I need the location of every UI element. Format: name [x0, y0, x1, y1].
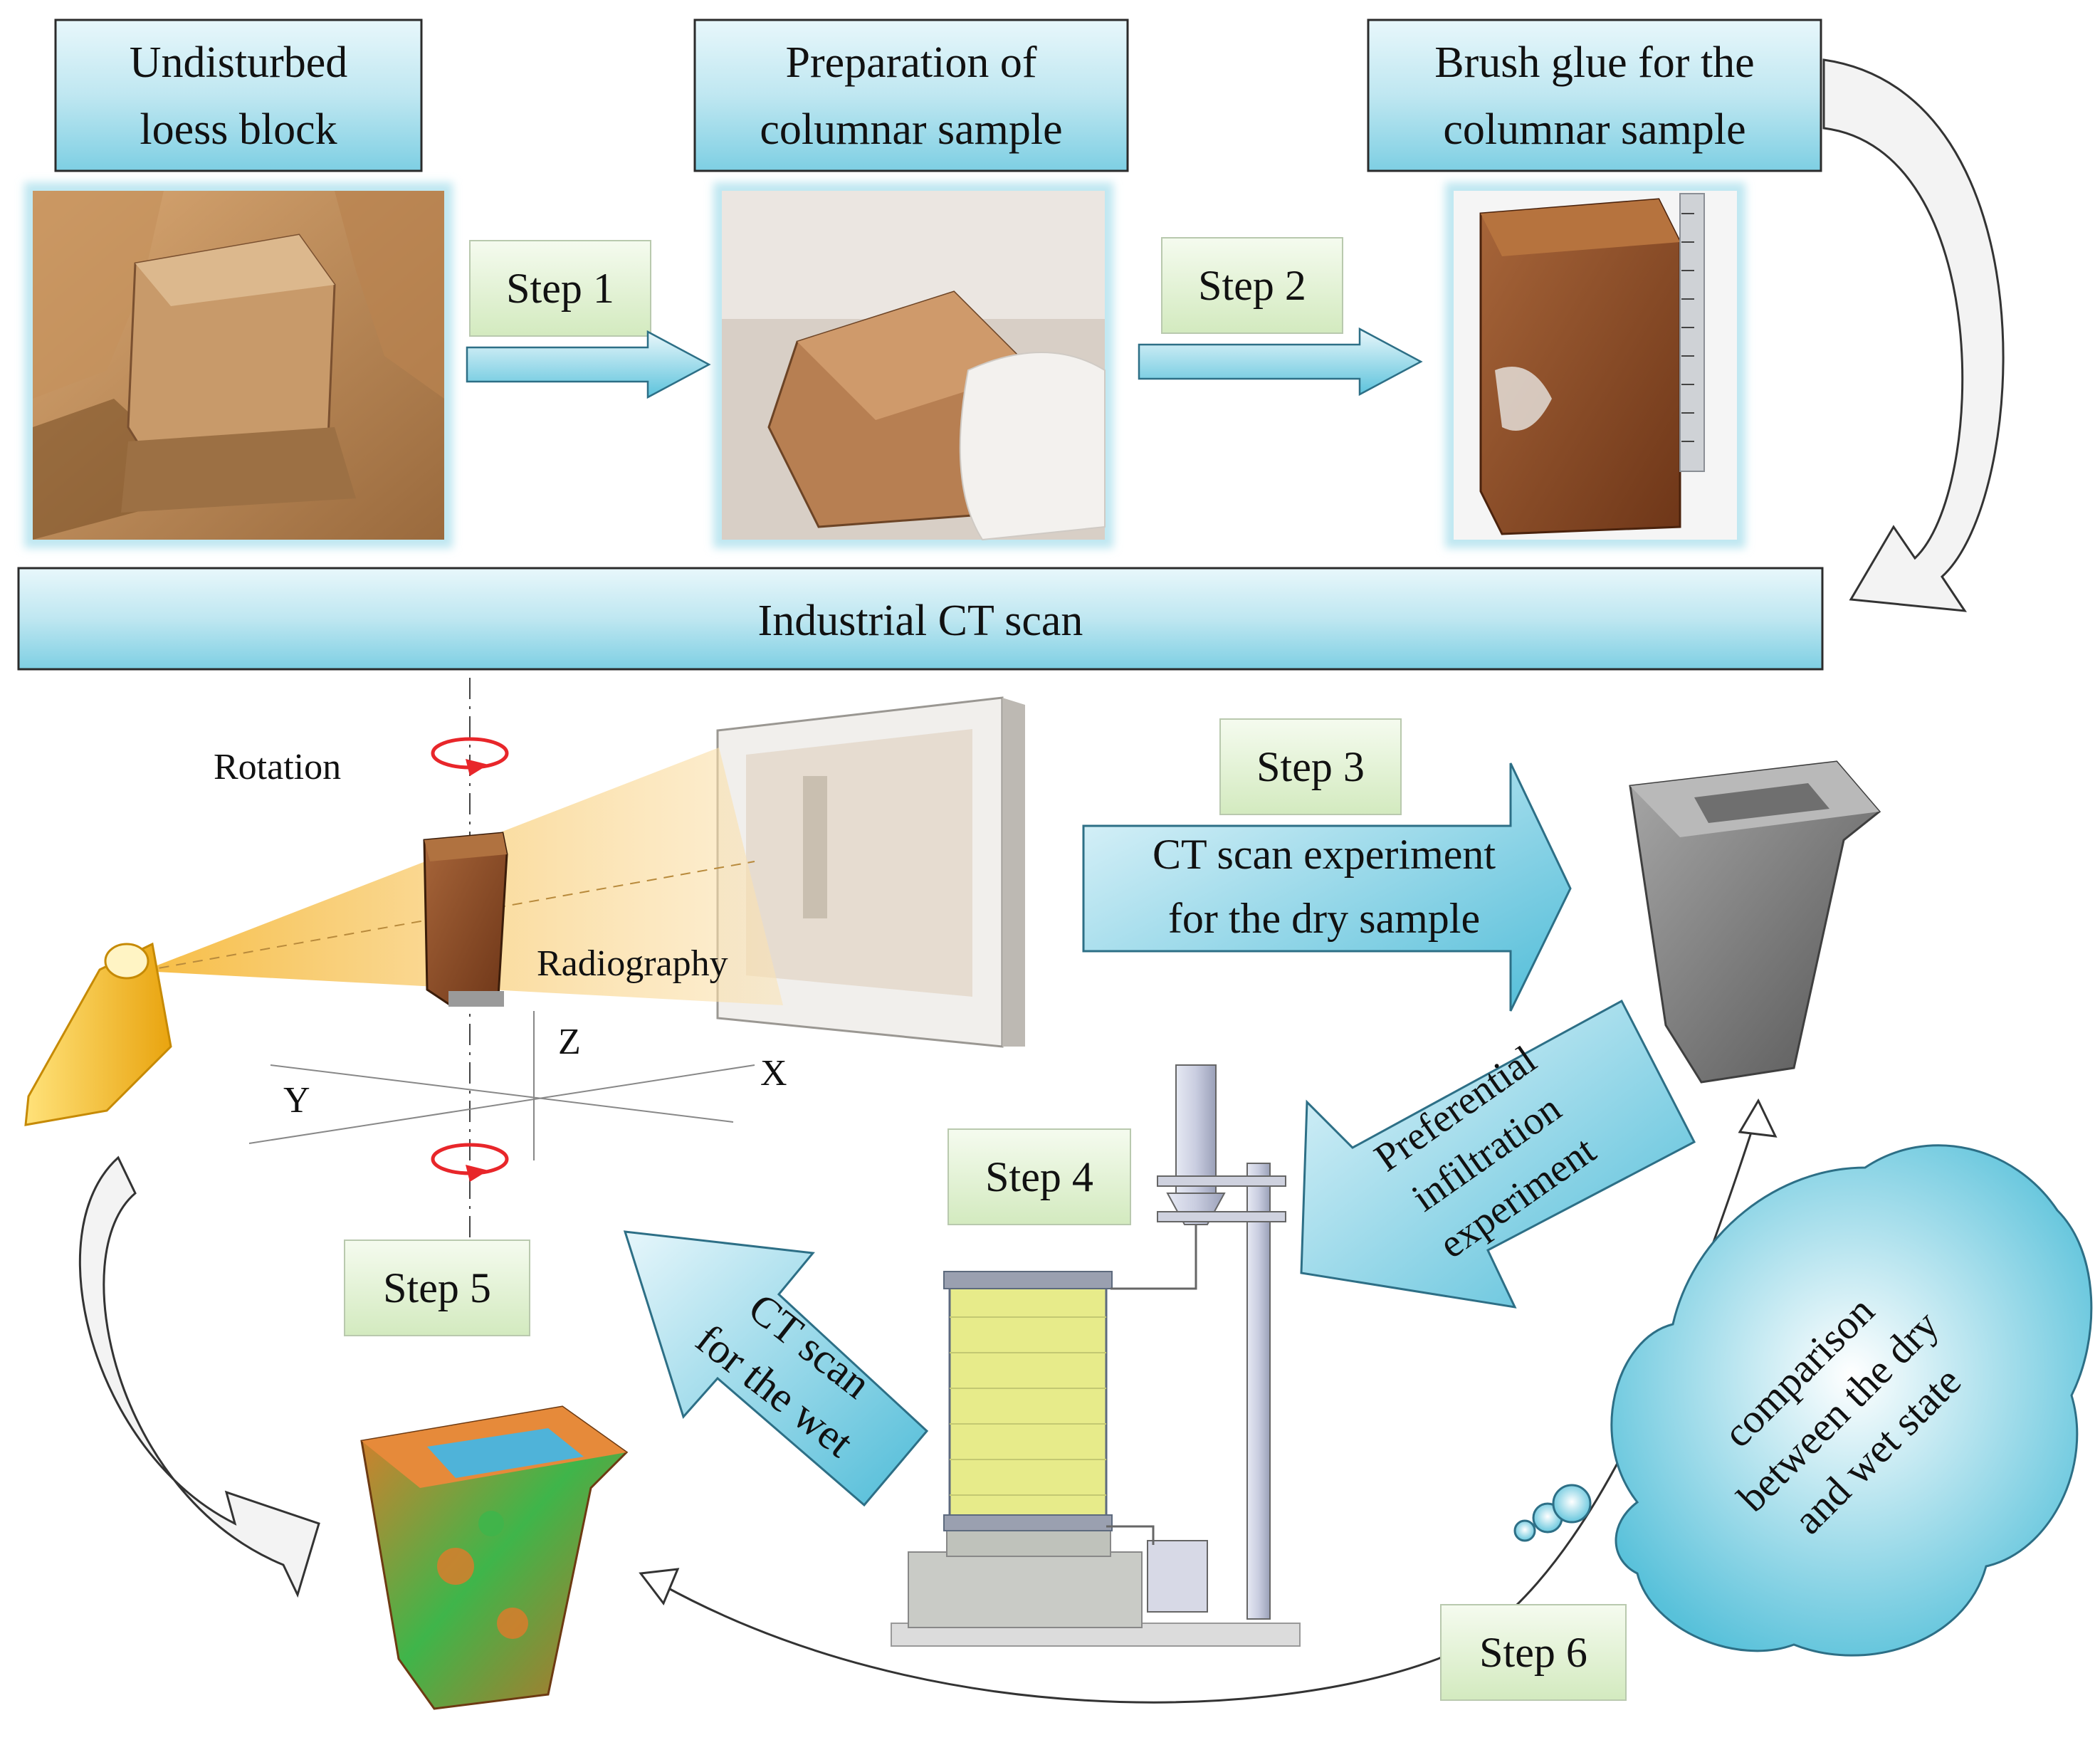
step6-label: Step 6 [1440, 1604, 1627, 1701]
industrial-ct-bar: Industrial CT scan [17, 567, 1824, 671]
radiography-label: Radiography [537, 943, 728, 984]
ct-dry-line2: for the dry sample [1168, 895, 1480, 942]
dry-ct-volume [1629, 760, 1881, 1084]
step1-label: Step 1 [469, 240, 651, 337]
ct-dry-line1: CT scan experiment [1153, 831, 1496, 878]
ct-wet-arrow: CT scan for the wet [623, 1230, 929, 1507]
axis-y-label: Y [283, 1080, 310, 1121]
axis-x-label: X [760, 1053, 787, 1094]
step5-label: Step 5 [344, 1240, 530, 1336]
title-box-brush-glue: Brush glue for the columnar sample [1367, 19, 1822, 172]
step2-label: Step 2 [1161, 237, 1343, 334]
preferential-arrow: Preferential infiltration experiment [1300, 999, 1696, 1309]
loop-arrowhead-top [1738, 1098, 1778, 1138]
step2-arrow [1138, 327, 1423, 397]
infiltration-apparatus [891, 1064, 1301, 1647]
step5-text: Step 5 [383, 1264, 491, 1311]
photo-glued-sample [1445, 182, 1745, 548]
wet-ct-volume [360, 1405, 629, 1710]
title-undisturbed-line1: Undisturbed [130, 38, 348, 87]
axis-z-label: Z [558, 1022, 581, 1062]
step6-text: Step 6 [1479, 1629, 1587, 1676]
step3-text: Step 3 [1256, 743, 1365, 790]
loop-arrowhead-left [639, 1568, 680, 1605]
curved-arrow-to-ct [1822, 58, 2005, 612]
photo-loess-block [24, 182, 453, 548]
step2-text: Step 2 [1198, 262, 1306, 309]
title-undisturbed-line2: loess block [140, 105, 337, 154]
ct-scan-setup: Rotation Radiography Z X Y [24, 678, 1025, 1246]
title-box-undisturbed: Undisturbed loess block [54, 19, 423, 172]
industrial-ct-text: Industrial CT scan [758, 597, 1083, 645]
photo-columnar-preparation [713, 182, 1113, 548]
curved-arrow-to-wet [79, 1155, 320, 1598]
title-preparation-line2: columnar sample [760, 105, 1062, 154]
step3-label: Step 3 [1219, 718, 1402, 815]
ct-dry-arrow: CT scan experiment for the dry sample [1082, 762, 1572, 1012]
step1-text: Step 1 [506, 265, 614, 312]
step4-text: Step 4 [985, 1153, 1093, 1200]
step1-arrow [466, 330, 711, 399]
rotation-label: Rotation [214, 747, 341, 787]
step4-label: Step 4 [947, 1128, 1131, 1225]
title-brush-line2: columnar sample [1443, 105, 1745, 154]
title-brush-line1: Brush glue for the [1434, 38, 1754, 87]
title-box-preparation: Preparation of columnar sample [693, 19, 1129, 172]
comparison-cloud: comparison between the dry and wet state [1513, 1144, 2093, 1657]
title-preparation-line1: Preparation of [786, 38, 1037, 87]
